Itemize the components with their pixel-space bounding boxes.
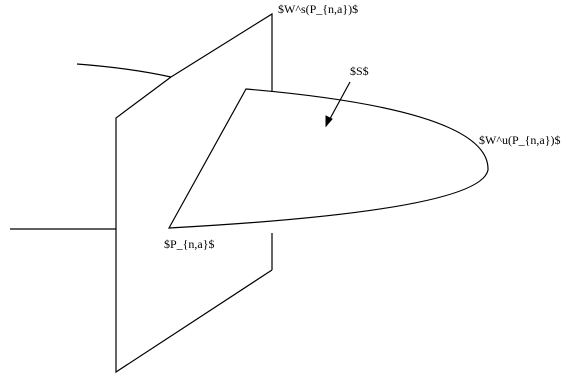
stable-curve-upper xyxy=(76,63,172,78)
unstable-manifold-label: $W^u(P_{n,a})$ xyxy=(479,133,560,147)
stable-manifold-label: $W^s(P_{n,a})$ xyxy=(278,2,358,16)
stable-manifold-plane-lower-edge xyxy=(115,239,273,374)
section-label: $S$ xyxy=(350,64,369,78)
section-pointer-arrowhead xyxy=(325,115,333,128)
fixed-point-label: $P_{n,a}$ xyxy=(164,237,215,251)
unstable-manifold-surface xyxy=(167,88,489,229)
stable-manifold-plane xyxy=(115,76,172,239)
stable-manifold-plane-upper-edge xyxy=(170,12,273,92)
